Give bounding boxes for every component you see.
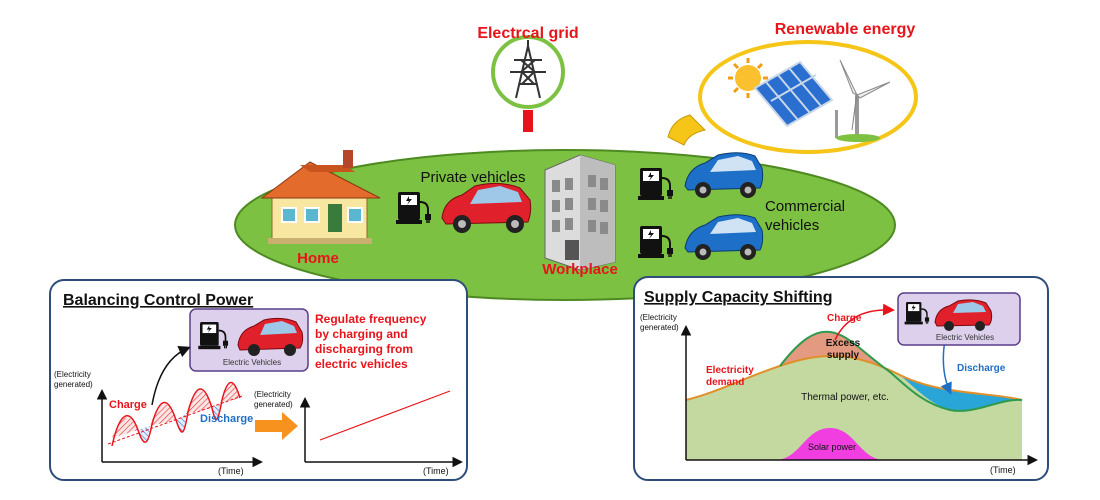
balancing-panel-frame [49,279,468,481]
discharge-label-right: Discharge [957,363,1006,374]
grid-connector [523,110,533,132]
smoothed-output-line [319,390,451,441]
excess-supply-area [780,331,890,372]
chart2-y-label-2: generated) [254,400,293,409]
trend-dashed-line [107,395,243,445]
thermal-power-area [686,355,1022,460]
private-car-icon [441,182,532,233]
solar-power-area [775,428,885,460]
chart2-time-label: (Time) [423,466,449,476]
callout-line-2: by charging and [315,327,408,341]
shifting-y-label-2: generated) [640,323,679,332]
solar-panel-icon [753,60,834,128]
home-label: Home [297,250,339,267]
charge-hatch-area [112,383,240,438]
callout-line-4: electric vehicles [315,357,408,371]
excess-label-2: supply [827,350,860,361]
discharge-hatch-area [138,404,220,442]
renewable-label: Renewable energy [775,21,916,38]
electricity-demand-line [685,354,1023,401]
shifting-panel: Supply Capacity Shifting (Electricity ge… [633,276,1049,481]
chart1-y-label-2: generated) [54,380,93,389]
house-icon [260,150,381,244]
wind-turbine-icon [835,59,891,142]
ev-to-chart-arrow [151,346,191,406]
office-building-icon [544,154,616,271]
charge-arrow-right [834,303,895,341]
orange-transition-arrow [255,412,298,440]
charge-label-right: Charge [827,313,862,324]
ev-box-label-left: Electric Vehicles [223,358,281,367]
shifting-time-label: (Time) [990,465,1016,475]
balancing-panel-title: Balancing Control Power [63,292,253,309]
top-scene: Electrcal grid Renewable energy [234,21,918,301]
private-vehicles-label: Private vehicles [420,169,525,186]
supply-line [779,330,1023,412]
shifting-y-label-1: (Electricity [640,313,677,322]
commercial-car-icon-2 [684,214,764,260]
charge-label-left: Charge [109,399,147,411]
transmission-tower-icon [510,40,546,99]
ev-car-icon-left [237,317,304,356]
callout-line-1: Regulate frequency [315,312,427,326]
discharge-label-left: Discharge [200,413,253,425]
thermal-label: Thermal power, etc. [801,392,889,403]
callout-line-3: discharging from [315,342,413,356]
chart1-time-label: (Time) [218,466,244,476]
chart2-y-label-1: (Electricity [254,390,291,399]
oscillation-line [111,381,241,447]
discharge-area [900,375,1022,411]
demand-label-1: Electricity [706,365,754,376]
commercial-label-line1: Commercial [765,198,845,215]
solar-label: Solar power [808,442,856,452]
commercial-label-line2: vehicles [765,217,819,234]
grid-label: Electrcal grid [477,25,578,42]
chart1-y-label-1: (Electricity [54,370,91,379]
commercial-car-icon-1 [684,152,764,198]
workplace-label: Workplace [542,261,618,278]
shifting-panel-title: Supply Capacity Shifting [644,289,832,306]
excess-label-1: Excess [826,338,861,349]
renewable-connector [667,114,706,146]
demand-label-2: demand [706,377,744,388]
ev-car-icon-right [934,299,993,331]
ev-box-label-right: Electric Vehicles [936,333,994,342]
balancing-panel: Balancing Control Power Electric Vehicle… [49,279,468,481]
